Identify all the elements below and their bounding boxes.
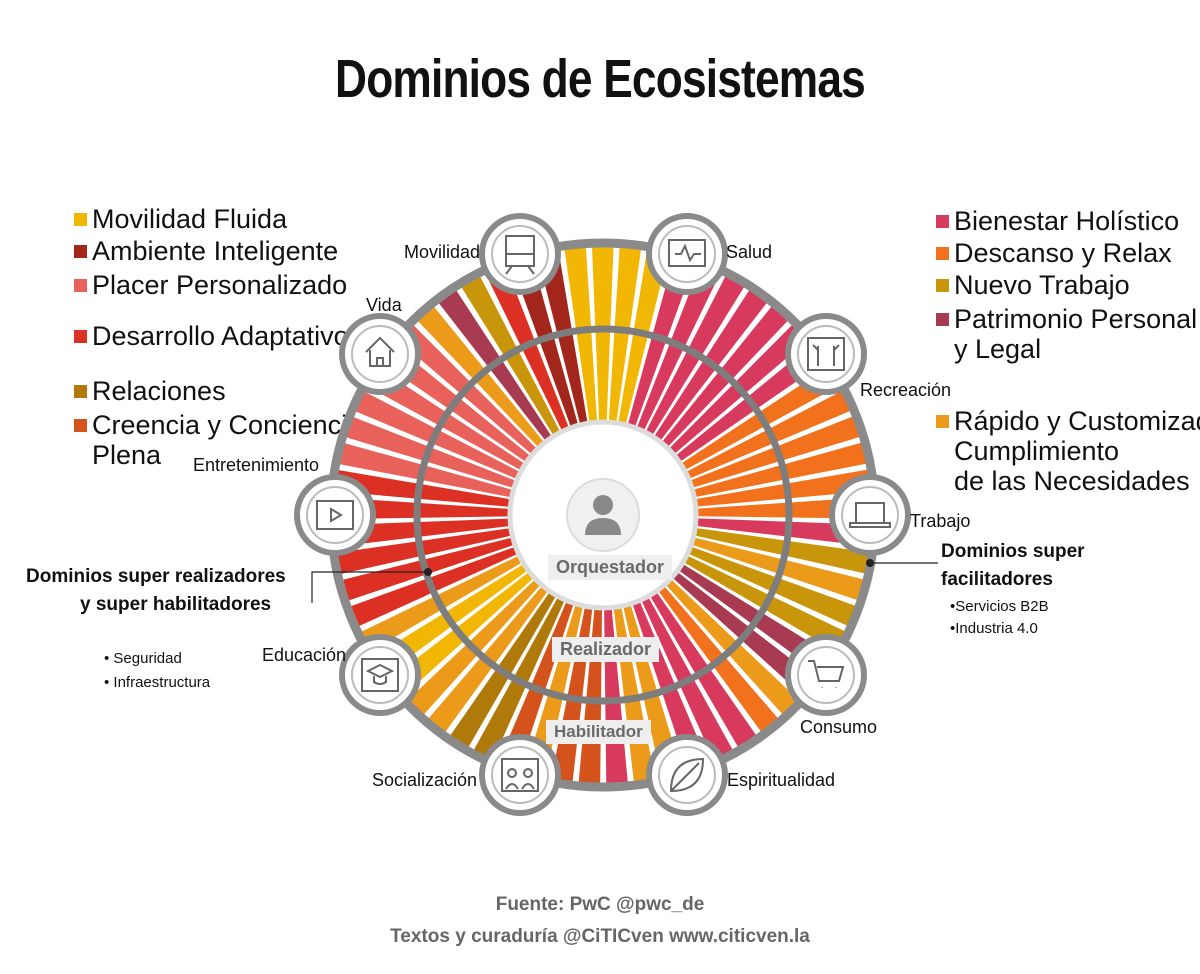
middle-ring <box>413 325 793 705</box>
domain-icon-inner <box>351 646 409 704</box>
legend-item: Desarrollo Adaptativo <box>74 321 349 351</box>
ring-label-habilitador: Habilitador <box>546 720 651 744</box>
left-callout-title-2: y super habilitadores <box>80 594 272 615</box>
legend-label: Creencia y Conciencia <box>92 410 363 440</box>
ring-label-realizador: Realizador <box>552 637 660 662</box>
domain-label-movilidad: Movilidad <box>404 242 481 262</box>
domain-label-recreacion: Recreación <box>860 380 952 400</box>
domain-label-salud: Salud <box>726 242 773 262</box>
legend-swatch <box>74 385 87 398</box>
legend-item: Placer Personalizado <box>74 270 347 300</box>
legend-swatch <box>936 279 949 292</box>
domain-icon-inner <box>351 325 409 383</box>
legend-item: Nuevo Trabajo <box>936 270 1130 300</box>
legend-swatch <box>74 279 87 292</box>
domain-label-educacion: Educación <box>262 645 347 665</box>
icon-group <box>294 213 911 816</box>
legend-swatch <box>936 415 949 428</box>
house-icon <box>365 336 395 367</box>
right-callout-dot <box>866 559 874 567</box>
right-bullet-b2b: •Servicios B2B <box>950 598 1049 615</box>
legend-item: Bienestar Holístico <box>936 206 1179 236</box>
domain-icon-inner <box>797 325 855 383</box>
domain-label-entretenimiento: Entretenimiento <box>193 455 320 475</box>
legend-swatch <box>74 330 87 343</box>
domain-label-trabajo: Trabajo <box>910 511 971 531</box>
ring-label-orquestador: Orquestador <box>548 555 673 580</box>
legend-label: Bienestar Holístico <box>954 206 1180 236</box>
legend-label: Placer Personalizado <box>92 270 348 300</box>
domain-label-socializacion: Socialización <box>372 770 478 790</box>
left-bullet-seguridad: • Seguridad <box>104 650 182 667</box>
legend-item: Movilidad Fluida <box>74 204 287 234</box>
legend-label-cont: de las Necesidades <box>954 466 1190 496</box>
legend-item: Relaciones <box>74 376 226 406</box>
right-callout-title-2: facilitadores <box>941 569 1053 590</box>
bullet-text: Servicios B2B <box>955 598 1049 615</box>
legend-swatch <box>74 245 87 258</box>
legend-label: Relaciones <box>92 376 226 406</box>
legend-swatch <box>936 247 949 260</box>
left-callout-dot <box>424 568 432 576</box>
legend-item: Ambiente Inteligente <box>74 236 338 266</box>
legend-label: Ambiente Inteligente <box>92 236 339 266</box>
right-callout-title-1: Dominios super <box>941 541 1085 562</box>
bullet-text: Infraestructura <box>113 674 211 691</box>
domain-icon-inner <box>797 646 855 704</box>
train-icon <box>505 235 535 275</box>
legend-label: Descanso y Relax <box>954 238 1172 268</box>
leaf-icon <box>669 757 705 793</box>
legend-label: Movilidad Fluida <box>92 204 288 234</box>
legend-label: Patrimonio Personal <box>954 304 1198 334</box>
domain-icon-inner <box>841 486 899 544</box>
domain-icon-inner <box>306 486 364 544</box>
left-bullet-infraestructura: • Infraestructura <box>104 674 211 691</box>
legend-item: Descanso y Relax <box>936 238 1172 268</box>
plants-icon <box>807 337 845 371</box>
left-callout-title-1: Dominios super realizadores <box>26 566 286 587</box>
legend-label-cont: Plena <box>92 440 162 470</box>
graduation-cap-icon <box>361 658 399 692</box>
domain-label-consumo: Consumo <box>800 717 878 737</box>
cart-icon <box>808 660 845 688</box>
domain-icon-inner <box>491 746 549 804</box>
legend-swatch <box>74 419 87 432</box>
bullet-text: Seguridad <box>113 650 182 667</box>
laptop-icon <box>849 502 891 528</box>
bullet-text: Industria 4.0 <box>955 620 1038 637</box>
person-icon <box>566 478 640 552</box>
legend-swatch <box>936 215 949 228</box>
domain-label-vida: Vida <box>366 295 402 315</box>
footer-source: Fuente: PwC @pwc_de <box>495 894 705 915</box>
legend-label: Rápido y Customizado <box>954 406 1200 436</box>
right-bullet-industria: •Industria 4.0 <box>950 620 1038 637</box>
heart-monitor-icon <box>668 239 706 267</box>
legend-label-cont: y Legal <box>954 334 1042 364</box>
legend-swatch <box>74 213 87 226</box>
legend-label: Nuevo Trabajo <box>954 270 1130 300</box>
domain-label-espiritualidad: Espiritualidad <box>727 770 836 790</box>
group-icon <box>501 758 539 792</box>
legend-swatch <box>936 313 949 326</box>
video-icon <box>316 500 354 530</box>
legend-label: Desarrollo Adaptativo <box>92 321 349 351</box>
wedge <box>592 247 614 506</box>
legend-label-cont: Cumplimiento <box>954 436 1120 466</box>
left-callout-line <box>311 571 428 603</box>
page-title: Dominios de Ecosistemas <box>335 49 866 109</box>
footer-credits: Textos y curaduría @CiTICven www.citicve… <box>390 926 810 947</box>
